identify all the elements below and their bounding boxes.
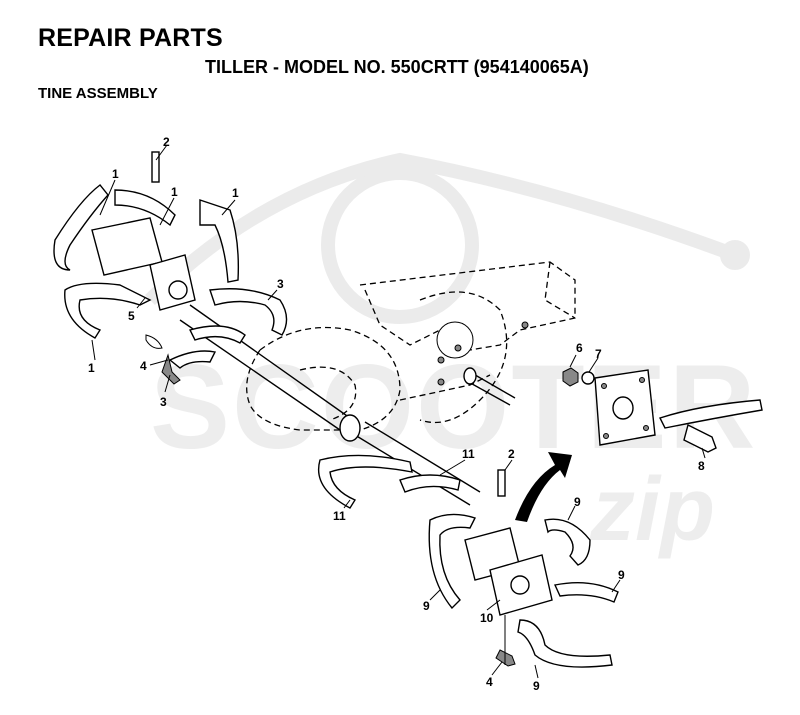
callout-numbers: 1 1 1 1 2 3 3 4 5 6 7 8 2 11 11 9 9 9 9 …	[88, 135, 705, 693]
callout-3: 3	[277, 277, 284, 291]
callout-9: 9	[533, 679, 540, 693]
callout-10: 10	[480, 611, 494, 625]
callout-9: 9	[423, 599, 430, 613]
tine-pin	[497, 469, 506, 497]
hex-bolt	[683, 423, 717, 453]
watermark-text: SCOOTER	[150, 340, 757, 474]
callout-3: 3	[160, 395, 167, 409]
tine-blade	[188, 325, 246, 344]
leader-lines	[91, 144, 706, 679]
tine-blade	[114, 189, 176, 227]
callout-11: 11	[462, 447, 475, 461]
callout-7: 7	[595, 347, 602, 361]
tine-blade	[428, 513, 476, 610]
tine-pin	[151, 151, 160, 183]
tine-shaft	[179, 304, 516, 506]
tine-blade	[53, 184, 109, 271]
tine-blade	[168, 350, 217, 369]
tine-blade	[199, 199, 239, 283]
tine-blade	[659, 399, 763, 429]
callout-2: 2	[508, 447, 515, 461]
tine-blade	[64, 282, 152, 339]
watermark: SCOOTER zip	[145, 152, 757, 560]
tiller-frame-outline	[246, 261, 576, 431]
callout-5: 5	[128, 309, 135, 323]
tine-blade	[544, 518, 591, 566]
tine-blade	[399, 474, 461, 493]
callout-4: 4	[140, 359, 147, 373]
callout-1: 1	[232, 186, 239, 200]
callout-2: 2	[163, 135, 170, 149]
model-subtitle: TILLER - MODEL NO. 550CRTT (954140065A)	[205, 57, 589, 77]
callout-4: 4	[486, 675, 493, 689]
callout-9: 9	[618, 568, 625, 582]
direction-arrow	[515, 452, 572, 522]
watermark-text-script: zip	[589, 460, 715, 560]
callout-1: 1	[171, 185, 178, 199]
left-tine-assembly	[53, 151, 288, 385]
right-tine-assembly	[318, 454, 619, 668]
hex-nut	[562, 367, 579, 387]
callout-6: 6	[576, 341, 583, 355]
tine-blade	[517, 619, 613, 668]
tine-blade	[209, 288, 288, 336]
cotter-clip	[161, 353, 181, 385]
callout-11: 11	[333, 509, 346, 523]
page-title: REPAIR PARTS	[38, 24, 223, 52]
section-title: TINE ASSEMBLY	[38, 85, 158, 102]
callout-8: 8	[698, 459, 705, 473]
callout-1: 1	[112, 167, 119, 181]
callout-9: 9	[574, 495, 581, 509]
side-plate-group	[562, 367, 763, 453]
washer	[581, 371, 595, 385]
tine-blade	[553, 581, 619, 603]
callout-1: 1	[88, 361, 95, 375]
tine-blade	[318, 454, 413, 509]
